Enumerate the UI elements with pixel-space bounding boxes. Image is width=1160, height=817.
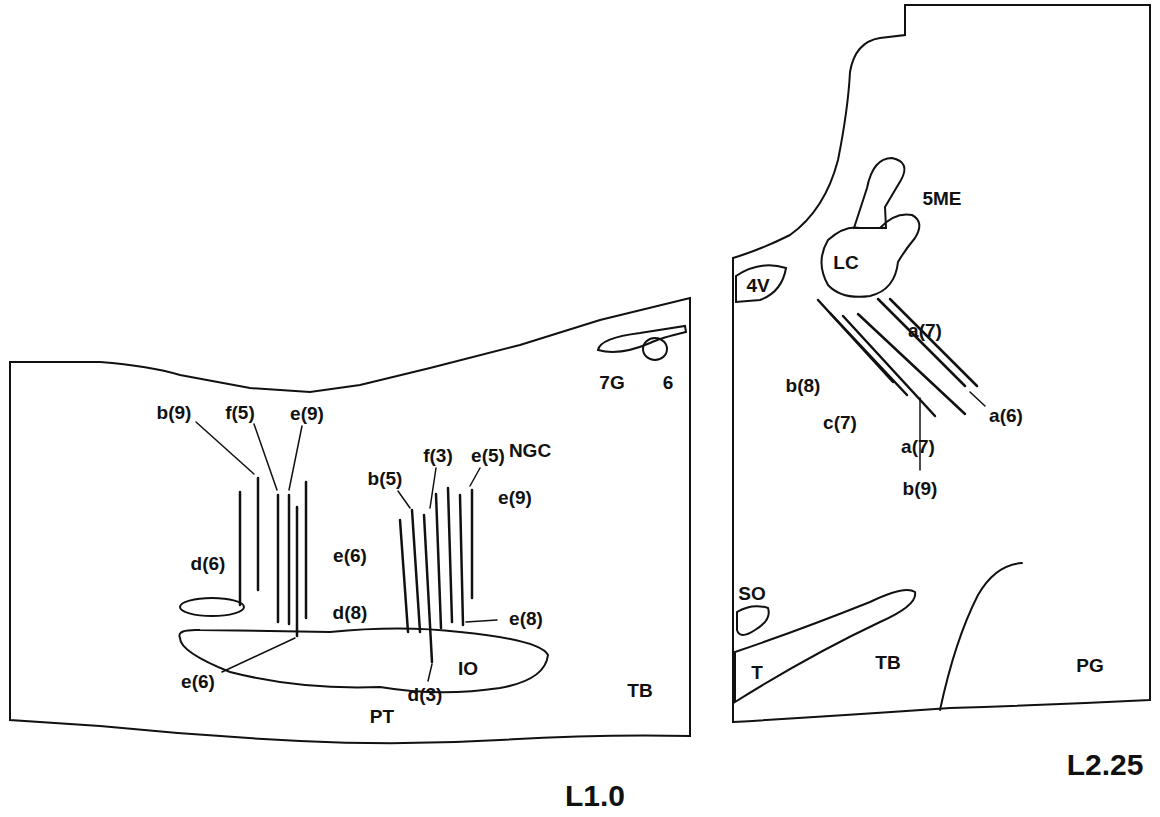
leader-line xyxy=(196,422,254,474)
electrode-track xyxy=(436,494,441,628)
section-panel-shape xyxy=(10,298,690,745)
electrode-track xyxy=(288,495,291,624)
region-label: PT xyxy=(370,707,394,726)
tract-outline-shape xyxy=(735,586,918,702)
electrode-track xyxy=(460,495,463,625)
nucleus-outline: 7G xyxy=(597,325,687,355)
track-label: a(6) xyxy=(989,406,1023,425)
electrode-track xyxy=(424,515,432,662)
nucleus-outline-path xyxy=(854,158,904,228)
nucleus-outline-path xyxy=(737,606,769,635)
track-label: b(9) xyxy=(903,479,938,498)
electrode-track xyxy=(296,507,299,636)
structure-name: 7G xyxy=(599,373,624,392)
track-label: d(8) xyxy=(333,603,368,622)
electrode-track xyxy=(890,299,977,386)
structure-name: 5ME xyxy=(922,189,961,208)
structure-name: 6 xyxy=(663,373,674,392)
nucleus-outline: LC xyxy=(815,212,927,302)
leader-line xyxy=(466,620,497,622)
structure-name: 4V xyxy=(746,276,769,295)
nucleus-outline-shape xyxy=(852,156,912,230)
region-boundary xyxy=(940,563,1022,710)
track-label: e(6) xyxy=(181,672,215,691)
nucleus-outline: SO xyxy=(736,603,772,637)
track-label: d(6) xyxy=(191,554,226,573)
leader-line xyxy=(289,426,302,490)
nucleus-outline xyxy=(180,598,244,616)
section-panel-path xyxy=(733,5,1150,722)
leader-line xyxy=(428,664,432,681)
region-label: NGC xyxy=(509,441,551,460)
leader-line xyxy=(430,468,436,508)
structure-name: IO xyxy=(458,659,478,678)
ventricle-outline-path xyxy=(736,265,786,302)
section-panel: L1.0IO7G6 xyxy=(10,298,690,745)
track-label: e(5) xyxy=(471,446,505,465)
track-label: c(7) xyxy=(823,413,857,432)
ventricle-outline: 4V xyxy=(735,262,787,302)
leader-line xyxy=(919,398,921,470)
nucleus-outline-shape xyxy=(178,625,550,700)
nerve-outline-shape xyxy=(641,337,669,361)
electrode-track xyxy=(400,520,408,632)
tract-outline-path xyxy=(735,590,915,702)
electrode-track xyxy=(858,314,965,414)
section-panel-path xyxy=(10,298,690,743)
nucleus-outline-shape xyxy=(815,212,927,302)
track-label: e(9) xyxy=(290,404,324,423)
leader-line xyxy=(222,638,295,672)
track-label: b(9) xyxy=(157,403,192,422)
electrode-track xyxy=(257,478,260,590)
section-level: L1.0 xyxy=(565,781,625,811)
tract-outline: T xyxy=(735,586,918,702)
nucleus-outline-path xyxy=(598,326,686,352)
section-level: L2.25 xyxy=(1067,750,1144,780)
electrode-track xyxy=(878,299,965,386)
leader-line xyxy=(398,491,410,508)
electrode-track xyxy=(239,492,242,605)
track-label: e(9) xyxy=(498,488,532,507)
track-label: b(8) xyxy=(786,376,821,395)
electrode-track xyxy=(412,510,420,632)
nerve-outline: 6 xyxy=(641,337,669,361)
track-label: e(6) xyxy=(333,546,367,565)
track-label: a(7) xyxy=(908,321,942,340)
nucleus-outline-shape xyxy=(736,603,772,637)
track-label: f(3) xyxy=(423,446,453,465)
leader-line xyxy=(470,468,480,486)
electrode-track xyxy=(471,490,474,598)
section-panel-shape xyxy=(733,5,1150,725)
electrode-track xyxy=(277,495,280,622)
track-label: a(7) xyxy=(901,437,935,456)
nucleus-outline: 5ME xyxy=(852,156,912,230)
track-label: b(5) xyxy=(368,469,403,488)
electrode-track xyxy=(448,488,452,622)
nucleus-outline: IO xyxy=(178,625,550,700)
leader-line xyxy=(254,424,277,490)
electrode-track xyxy=(305,482,308,618)
nucleus-outline-shape xyxy=(597,325,687,355)
leader-line xyxy=(970,392,985,406)
region-label: TB xyxy=(627,681,652,700)
track-label: e(8) xyxy=(509,609,543,628)
nucleus-outline-path xyxy=(179,629,548,693)
nerve-outline-path xyxy=(643,338,667,360)
region-label: TB xyxy=(875,653,900,672)
region-label: PG xyxy=(1076,656,1103,675)
structure-name: SO xyxy=(738,584,765,603)
section-panel: L2.254VLC5MESOT xyxy=(733,5,1150,725)
track-label: d(3) xyxy=(408,685,443,704)
nucleus-outline-path xyxy=(822,215,920,297)
structure-name: T xyxy=(751,663,763,682)
structure-name: LC xyxy=(833,253,858,272)
track-label: f(5) xyxy=(225,403,255,422)
